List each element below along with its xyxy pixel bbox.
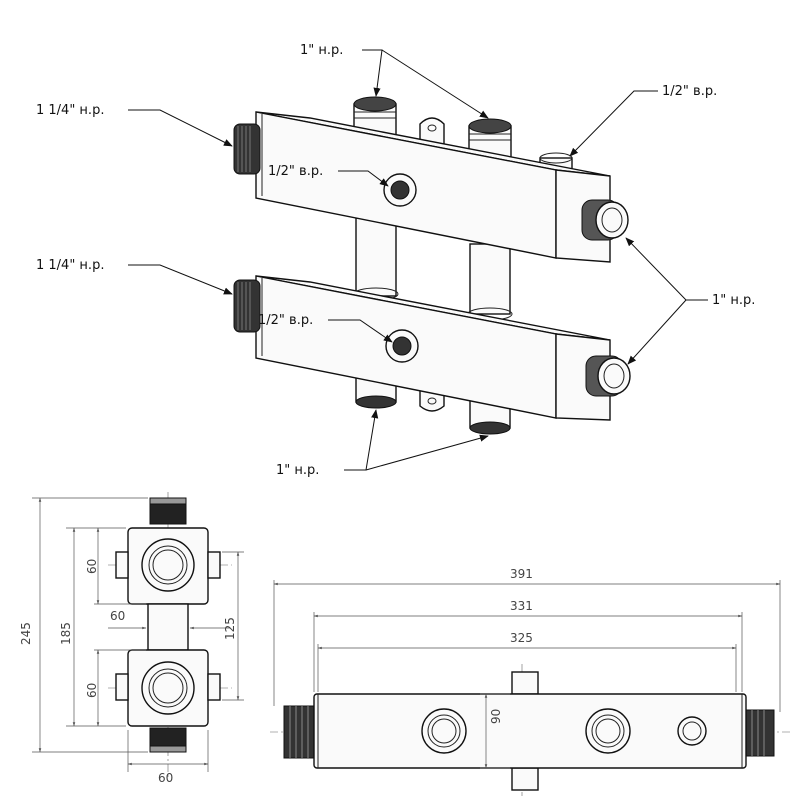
upper-center-port — [383, 173, 417, 207]
callout-bottom-left-inlet: 1 1/4" н.р. — [36, 258, 104, 273]
front-overall-length-label: 391 — [510, 567, 533, 581]
isometric-view: 1 1/4" н.р. 1 1/4" н.р. 1" н.р. 1/2" в.р… — [36, 43, 755, 478]
front-view: 391 331 325 90 — [270, 567, 790, 796]
front-height-label: 90 — [489, 709, 503, 724]
callout-top-right-port: 1/2" в.р. — [662, 84, 717, 99]
front-header-body — [313, 693, 747, 769]
front-port-1 — [421, 708, 467, 754]
callout-top-outlets: 1" н.р. — [300, 43, 343, 58]
upper-left-inlet-thread — [233, 123, 261, 175]
front-right-thread — [745, 709, 775, 757]
connector-tube-left — [353, 217, 399, 301]
front-port-2 — [585, 708, 631, 754]
side-lower-height-label: 60 — [85, 683, 99, 698]
side-upper-block — [115, 527, 221, 605]
front-left-thread — [283, 705, 315, 759]
upper-right-outlet — [581, 199, 629, 241]
lower-left-inlet-thread — [233, 279, 261, 333]
callout-bottom-outlets: 1" н.р. — [276, 463, 319, 478]
lower-right-outlet — [585, 355, 631, 397]
side-axis-distance-label: 185 — [59, 622, 73, 645]
front-axis-length-label: 325 — [510, 631, 533, 645]
lower-center-port — [385, 329, 419, 363]
side-lower-block — [115, 649, 221, 727]
side-bottom-width-label: 60 — [158, 771, 173, 785]
connector-tube-right — [467, 243, 513, 321]
callout-lower-center-port: 1/2" в.р. — [258, 313, 313, 328]
callout-upper-center-port: 1/2" в.р. — [268, 164, 323, 179]
side-view: 245 185 60 60 60 125 60 — [19, 492, 244, 785]
leader-lines — [128, 49, 708, 471]
callout-top-left-inlet: 1 1/4" н.р. — [36, 103, 104, 118]
side-tube-width-label: 60 — [110, 609, 125, 623]
front-body-length-label: 331 — [510, 599, 533, 613]
side-overall-height-label: 245 — [19, 622, 33, 645]
side-upper-height-label: 60 — [85, 559, 99, 574]
front-port-3 — [677, 716, 707, 746]
side-right-distance-label: 125 — [223, 617, 237, 640]
callout-right-outlets: 1" н.р. — [712, 293, 755, 308]
